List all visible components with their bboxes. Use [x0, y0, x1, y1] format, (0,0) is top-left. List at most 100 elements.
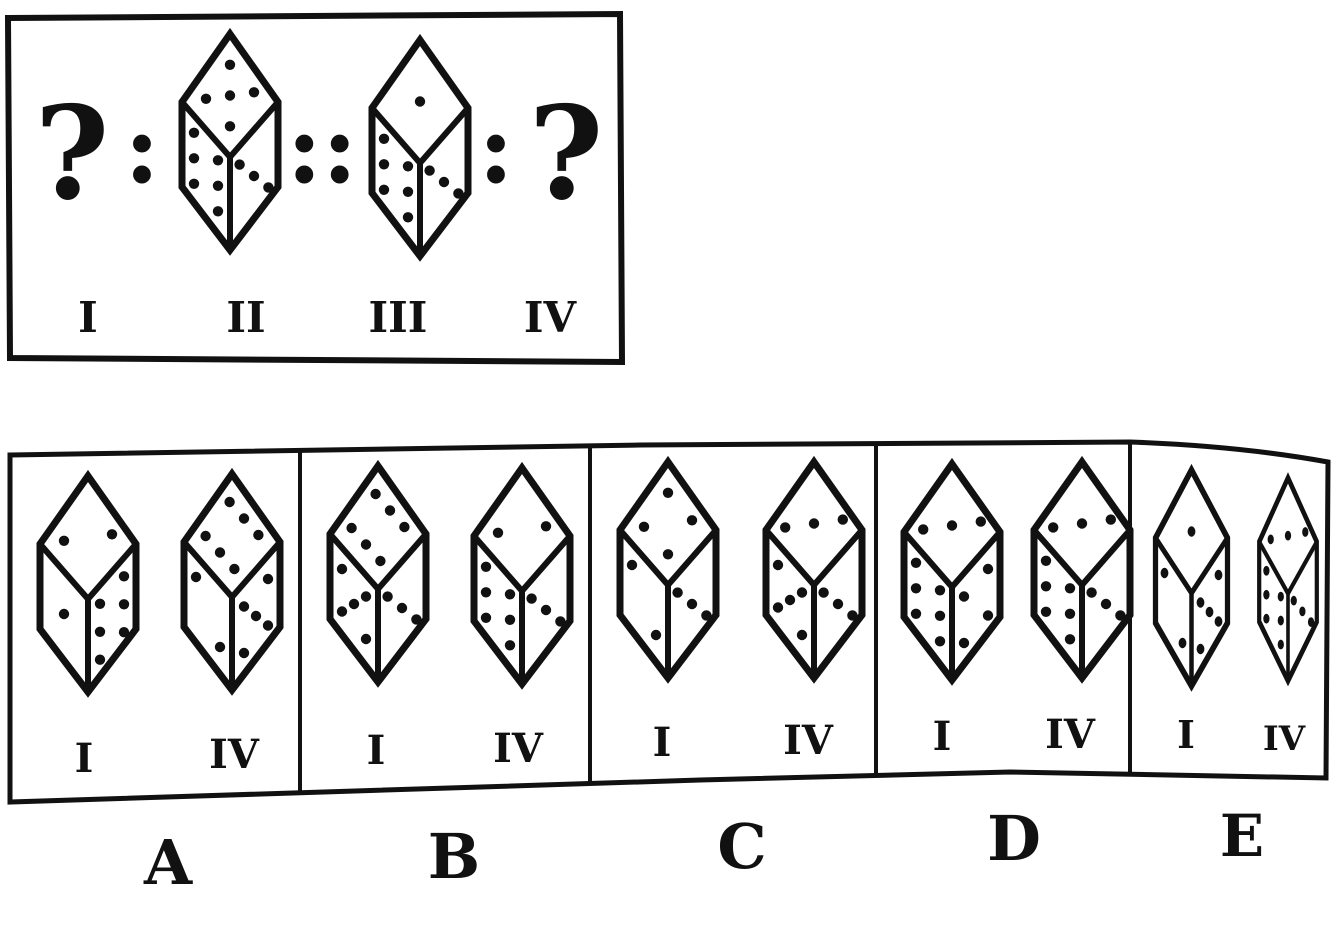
left-face-pip — [378, 159, 390, 170]
question-panel: ? : :: : ? I II III IV — [4, 10, 626, 366]
top-face-pip — [918, 524, 929, 535]
left-face-pip — [188, 127, 200, 138]
option-d-label-i: I — [933, 713, 952, 760]
right-face-pip — [424, 165, 435, 176]
option-e-letter: E — [1220, 802, 1264, 870]
top-face-pip — [248, 87, 260, 98]
left-face-pip — [910, 557, 922, 568]
right-face-pip — [453, 188, 464, 199]
top-face-pip — [58, 535, 70, 546]
die-edge — [327, 532, 381, 591]
top-face-pip — [492, 527, 504, 538]
left-face-pip — [504, 589, 516, 600]
right-face-pip — [847, 610, 858, 621]
right-face-pip — [818, 587, 829, 598]
top-face-pip — [224, 90, 236, 101]
left-face-pip — [910, 583, 922, 594]
option-c[interactable]: I IV C — [616, 455, 866, 883]
option-b-label-iv: IV — [493, 725, 544, 772]
option-d-label-iv: IV — [1045, 711, 1096, 758]
right-face-pip — [526, 593, 537, 604]
left-face-pip — [212, 155, 224, 166]
left-face-pip — [1277, 615, 1284, 626]
analogy-separator: :: — [287, 92, 358, 205]
option-c-die-i — [616, 455, 720, 684]
option-e-die-i — [1152, 463, 1231, 692]
top-face-pip — [1284, 530, 1292, 541]
left-face-pip — [504, 614, 516, 625]
left-face-pip — [336, 563, 348, 575]
right-face-pip — [118, 571, 130, 582]
ratio-separator-1: : — [124, 92, 159, 205]
left-face-pip — [910, 608, 922, 619]
left-face-pip — [190, 571, 202, 583]
option-a[interactable]: I IV A — [36, 467, 284, 899]
option-b-die-iv — [470, 461, 574, 690]
left-face-pip — [1277, 639, 1284, 650]
die-edge — [229, 540, 283, 599]
die-edge — [85, 542, 139, 601]
top-face-pip — [238, 513, 250, 524]
die-edge — [1257, 539, 1290, 596]
option-a-die-i — [36, 469, 140, 698]
left-face-pip — [934, 585, 946, 596]
left-face-pip — [348, 598, 360, 610]
option-a-label-iv: IV — [209, 731, 260, 778]
top-face-pip — [686, 515, 698, 526]
left-face-pip — [212, 206, 224, 217]
left-face-pip — [480, 612, 492, 623]
die-edge — [949, 530, 1003, 589]
left-face-pip — [1263, 565, 1270, 576]
right-face-pip — [1196, 643, 1205, 655]
right-face-pip — [1115, 610, 1126, 621]
die-edge — [179, 100, 233, 159]
option-c-letter: C — [717, 810, 766, 883]
top-face-pip — [808, 518, 820, 529]
left-face-pip — [378, 133, 390, 144]
right-face-pip — [1086, 587, 1097, 598]
right-face-pip — [234, 159, 245, 170]
top-face-pip — [780, 522, 791, 533]
option-c-label-iv: IV — [783, 717, 834, 764]
option-b[interactable]: I IV B — [326, 459, 574, 893]
top-face-pip — [200, 93, 212, 104]
question-mark-1: ? — [35, 79, 110, 229]
left-face-pip — [1263, 589, 1270, 600]
option-d[interactable]: I IV D — [900, 455, 1134, 875]
left-face-pip — [934, 636, 946, 647]
left-face-pip — [796, 629, 808, 641]
right-face-pip — [382, 591, 393, 602]
question-label-i: I — [78, 293, 98, 342]
option-b-label-i: I — [367, 727, 386, 774]
left-face-pip — [1160, 567, 1169, 579]
right-face-pip — [958, 637, 970, 649]
option-e[interactable]: I IV E — [1152, 463, 1319, 870]
option-e-label-iv: IV — [1263, 719, 1306, 759]
right-face-pip — [250, 610, 262, 622]
options-frame — [7, 439, 1331, 805]
option-d-die-i — [900, 457, 1004, 686]
option-a-label-i: I — [75, 735, 94, 782]
right-face-pip — [94, 654, 106, 665]
option-a-die-iv — [180, 467, 284, 696]
top-face-pip — [399, 521, 410, 533]
option-c-die-iv — [762, 455, 866, 684]
left-face-pip — [188, 153, 200, 164]
die-edge — [375, 532, 429, 591]
right-face-pip — [958, 591, 970, 602]
top-face-pip — [1105, 514, 1116, 525]
left-face-pip — [772, 559, 784, 571]
left-face-pip — [504, 640, 516, 651]
right-face-pip — [1214, 569, 1223, 581]
left-face-pip — [1064, 608, 1076, 619]
left-face-pip — [1040, 606, 1052, 617]
left-face-pip — [402, 186, 414, 197]
right-face-pip — [396, 602, 408, 614]
left-face-pip — [402, 212, 414, 223]
question-mark-2: ? — [529, 79, 604, 229]
right-face-pip — [1100, 598, 1112, 610]
top-face-pip — [229, 563, 240, 575]
question-frame — [4, 10, 626, 366]
left-face-pip — [480, 561, 492, 572]
